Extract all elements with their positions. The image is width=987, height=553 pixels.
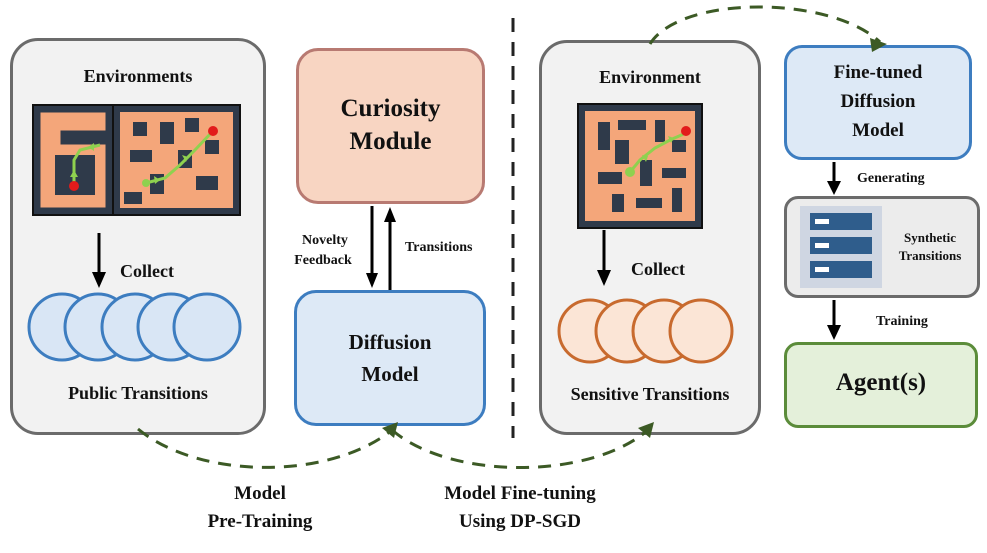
collect-label-sensitive: Collect xyxy=(631,259,685,279)
environment-title: Environment xyxy=(599,67,701,87)
synthetic-line1: Synthetic xyxy=(904,230,956,245)
transitions-feedback-label: Transitions xyxy=(405,240,473,255)
database-icon xyxy=(800,206,882,288)
novelty-feedback-line1: Novelty xyxy=(302,233,348,248)
finetuned-line2: Diffusion xyxy=(840,91,916,112)
arrowhead-icon xyxy=(382,422,398,438)
training-label: Training xyxy=(876,314,928,329)
finetuning-line1: Model Fine-tuning xyxy=(444,483,596,504)
curiosity-title-line2: Module xyxy=(349,128,432,155)
diffusion-title-line2: Model xyxy=(361,362,419,386)
down-arrow-icon xyxy=(366,273,378,288)
finetuned-diffusion-model xyxy=(784,45,972,160)
public-transitions-icon xyxy=(27,292,242,362)
arrowhead-icon xyxy=(638,422,654,438)
goal-marker-icon xyxy=(208,126,218,136)
maze-image-3 xyxy=(577,103,703,229)
arrowhead-icon xyxy=(870,38,887,52)
finetuning-line2: Using DP-SGD xyxy=(459,511,581,532)
transfer-curve xyxy=(648,5,882,45)
pretraining-line2: Pre-Training xyxy=(207,511,313,532)
goal-marker-icon xyxy=(69,181,79,191)
generating-label: Generating xyxy=(857,171,925,186)
maze-image-2 xyxy=(112,104,241,216)
diffusion-title-line1: Diffusion xyxy=(348,330,432,354)
novelty-feedback-line2: Feedback xyxy=(294,253,352,268)
environments-title: Environments xyxy=(83,66,193,86)
agent-label: Agent(s) xyxy=(835,369,927,396)
finetuning-curve xyxy=(391,428,649,469)
pretraining-curve xyxy=(137,427,393,469)
exploration-path-icon xyxy=(628,131,687,173)
finetuned-line1: Fine-tuned xyxy=(833,62,923,83)
collect-label: Collect xyxy=(120,261,174,281)
synthetic-line2: Transitions xyxy=(898,248,962,263)
curiosity-title-line1: Curiosity xyxy=(340,95,441,122)
agent-box xyxy=(784,342,978,428)
sensitive-transitions-label: Sensitive Transitions xyxy=(570,384,730,404)
collect-arrow-icon xyxy=(597,270,611,286)
goal-marker-icon xyxy=(681,126,691,136)
collect-arrow-icon xyxy=(92,272,106,288)
sensitive-transitions-icon xyxy=(557,298,734,364)
pretraining-line1: Model xyxy=(234,483,286,504)
finetuned-line3: Model xyxy=(852,120,904,141)
diffusion-model xyxy=(294,290,486,426)
up-arrow-icon xyxy=(384,207,396,222)
public-transitions-label: Public Transitions xyxy=(68,383,208,403)
training-arrow-icon xyxy=(827,325,841,340)
generating-arrow-icon xyxy=(827,181,841,195)
curiosity-module xyxy=(296,48,485,204)
